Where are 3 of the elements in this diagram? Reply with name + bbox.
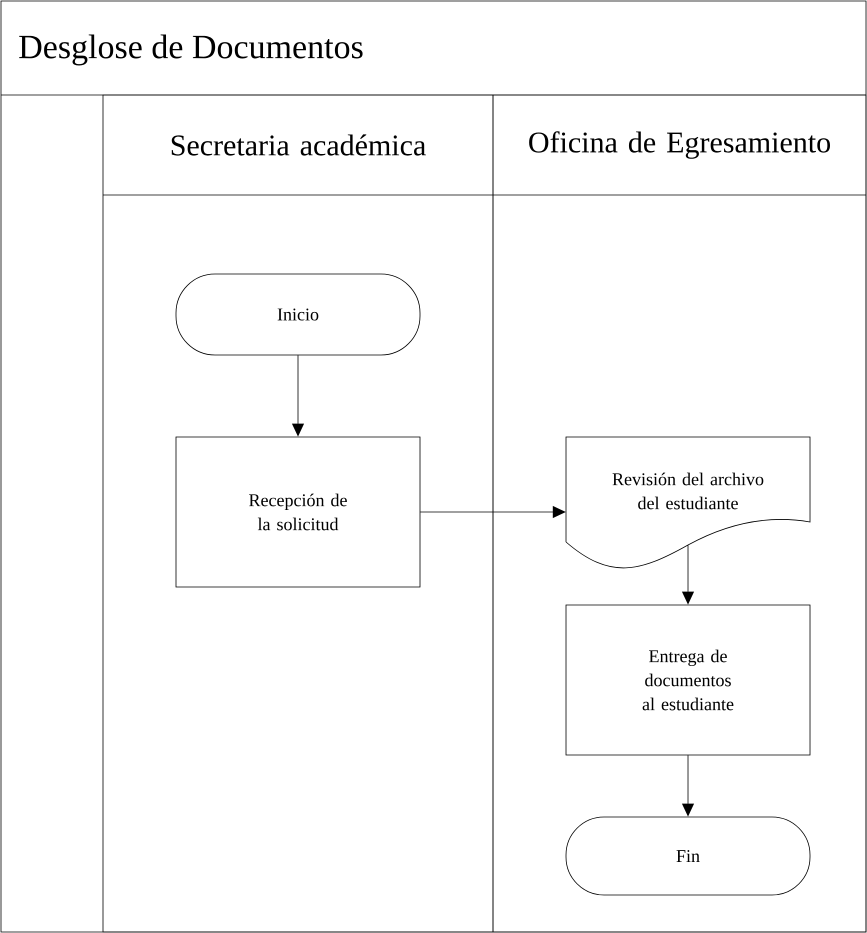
process-box: Entrega de documentos al estudiante: [566, 604, 810, 756]
document-shape: Revisión del archivo del estudiante: [566, 436, 810, 568]
process-box: Recepción de la solicitud: [176, 436, 420, 588]
